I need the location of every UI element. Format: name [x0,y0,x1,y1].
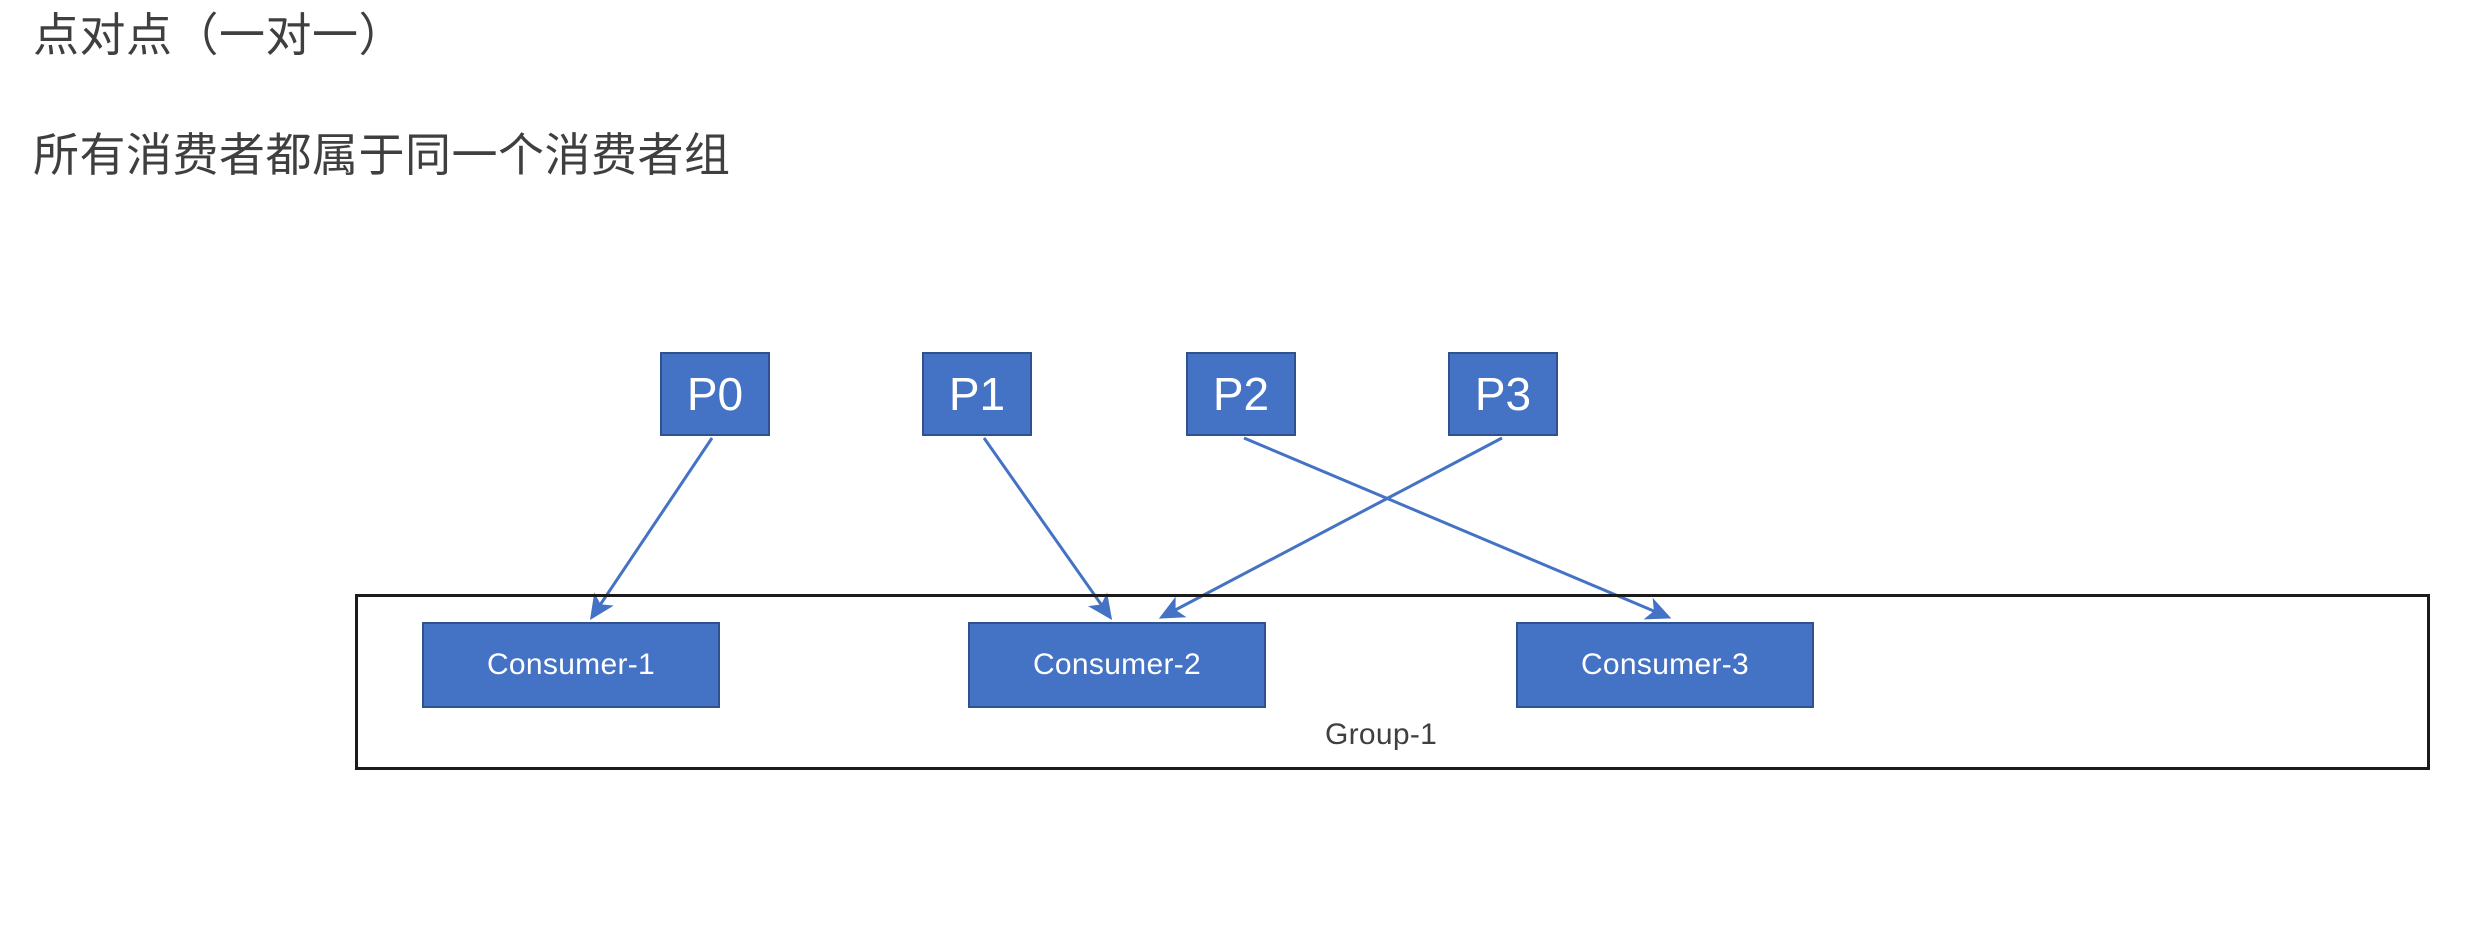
connector-p1-consumer-2 [982,437,1113,620]
page-title: 点对点（一对一） [33,9,405,61]
partition-node-p0[interactable]: P0 [660,352,770,436]
consumer-node-2[interactable]: Consumer-2 [968,622,1266,708]
connector-p0-consumer-1 [589,437,714,620]
consumer-node-3[interactable]: Consumer-3 [1516,622,1814,708]
partition-node-p2[interactable]: P2 [1186,352,1296,436]
consumer-group-container [355,594,2430,770]
connector-p3-consumer-2 [1158,436,1503,619]
partition-node-p3[interactable]: P3 [1448,352,1558,436]
partition-node-p1[interactable]: P1 [922,352,1032,436]
consumer-group-label: Group-1 [1325,718,1438,751]
connector-p2-consumer-3 [1243,436,1672,620]
page-subtitle: 所有消费者都属于同一个消费者组 [33,129,731,181]
consumer-node-1[interactable]: Consumer-1 [422,622,720,708]
